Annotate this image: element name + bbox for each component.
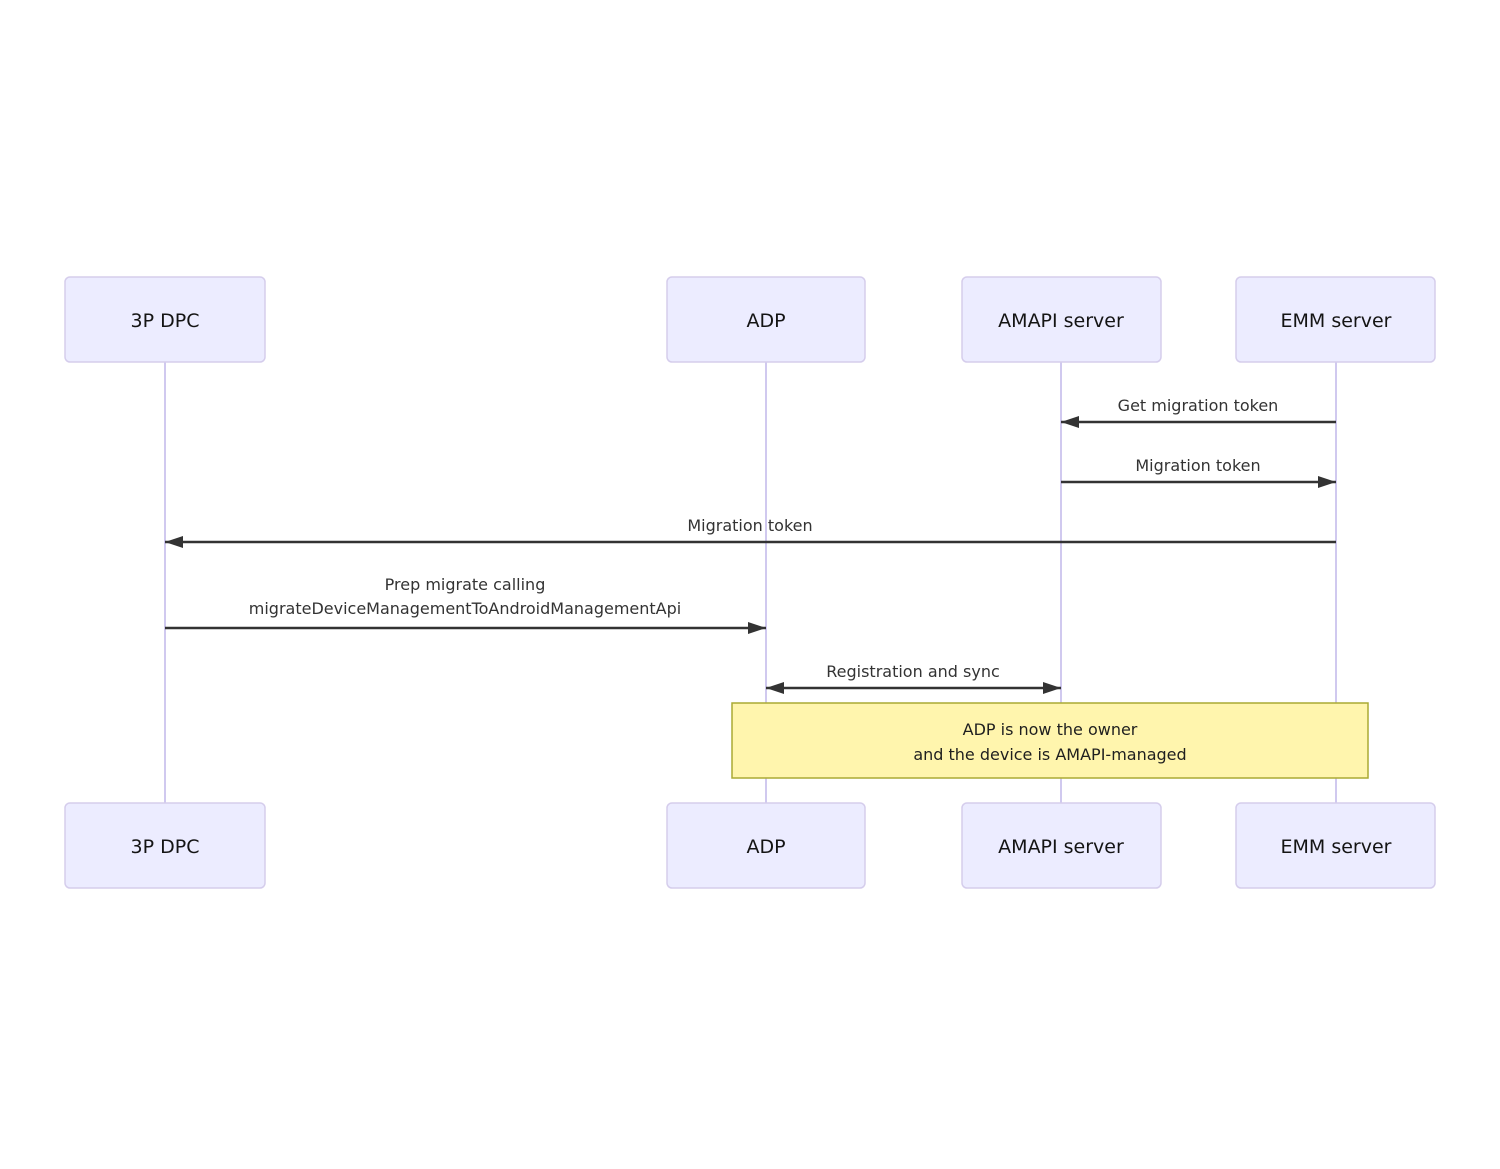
- actor-label-emm-server-top: EMM server: [1281, 310, 1392, 332]
- actor-box-emm-server-bottom: [1235, 802, 1436, 889]
- message-label-prep-migrate-line2: migrateDeviceManagementToAndroidManageme…: [249, 599, 681, 618]
- note-text-line2: and the device is AMAPI-managed: [913, 745, 1186, 764]
- note-box: [731, 702, 1369, 779]
- actor-label-adp-top: ADP: [746, 310, 785, 332]
- actor-label-3p-dpc-top: 3P DPC: [131, 310, 200, 332]
- actor-box-emm-server-top: [1235, 276, 1436, 363]
- message-label-migration-token-to-dpc: Migration token: [687, 516, 812, 535]
- actor-label-3p-dpc-bottom: 3P DPC: [131, 836, 200, 858]
- actor-box-3p-dpc-bottom: [64, 802, 266, 889]
- actor-box-amapi-server-bottom: [961, 802, 1162, 889]
- message-label-prep-migrate-line1: Prep migrate calling: [385, 575, 546, 594]
- message-label-migration-token-to-emm: Migration token: [1135, 456, 1260, 475]
- message-label-get-migration-token: Get migration token: [1118, 396, 1279, 415]
- actor-label-emm-server-bottom: EMM server: [1281, 836, 1392, 858]
- actor-label-adp-bottom: ADP: [746, 836, 785, 858]
- actor-box-adp-bottom: [666, 802, 866, 889]
- actor-label-amapi-server-top: AMAPI server: [998, 310, 1124, 332]
- actor-box-adp-top: [666, 276, 866, 363]
- note-text-line1: ADP is now the owner: [963, 720, 1138, 739]
- actor-box-amapi-server-top: [961, 276, 1162, 363]
- message-label-registration-and-sync: Registration and sync: [826, 662, 1000, 681]
- actor-label-amapi-server-bottom: AMAPI server: [998, 836, 1124, 858]
- actor-box-3p-dpc-top: [64, 276, 266, 363]
